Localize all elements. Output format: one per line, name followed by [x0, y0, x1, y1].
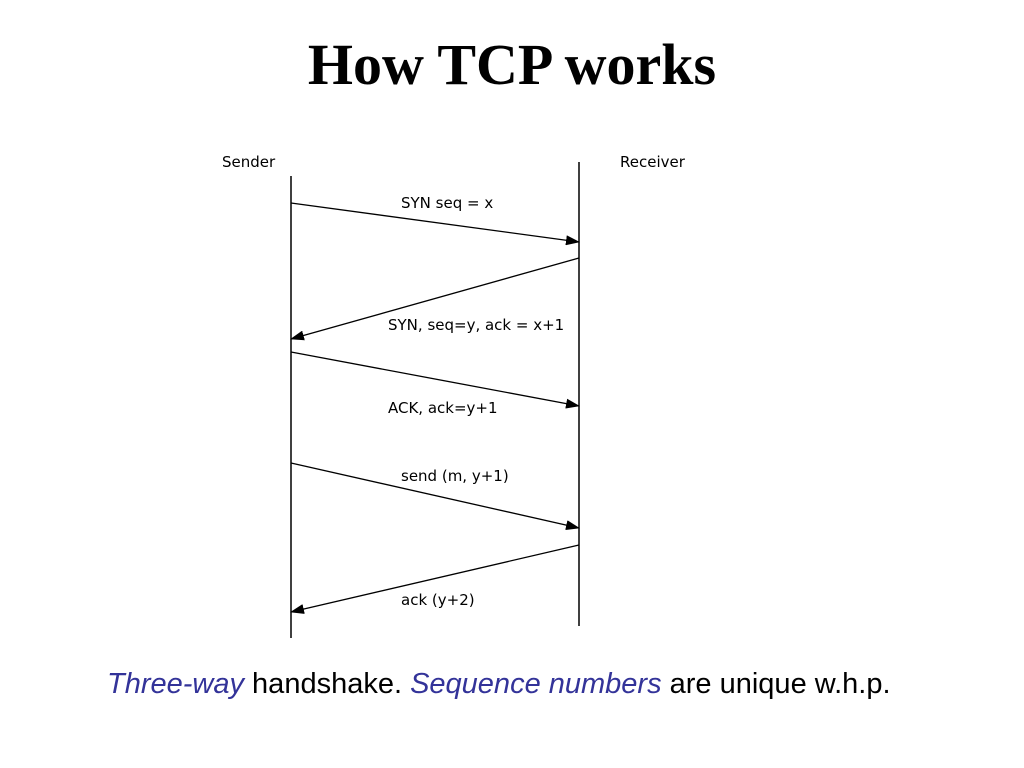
receiver-label: Receiver — [620, 153, 686, 171]
message-arrow-send — [290, 462, 580, 531]
message-label-send: send (m, y+1) — [401, 467, 509, 485]
caption-emphasis-three-way: Three-way — [107, 668, 244, 700]
message-label-syn-ack: SYN, seq=y, ack = x+1 — [388, 316, 564, 334]
slide-title: How TCP works — [307, 32, 717, 97]
message-label-ack: ACK, ack=y+1 — [388, 399, 498, 417]
caption-text-unique: are unique w.h.p. — [661, 668, 891, 700]
sender-label: Sender — [222, 153, 276, 171]
caption-emphasis-sequence-numbers: Sequence numbers — [410, 668, 662, 700]
caption-text-handshake: handshake. — [244, 668, 411, 700]
message-label-final-ack: ack (y+2) — [401, 591, 475, 609]
message-arrow-syn-ack — [290, 257, 580, 341]
message-arrow-syn — [290, 202, 580, 246]
message-arrow-final-ack — [290, 544, 580, 614]
slide-caption: Three-way handshake. Sequence numbers ar… — [107, 664, 891, 704]
message-label-syn: SYN seq = x — [401, 194, 493, 212]
message-arrow-ack — [290, 351, 580, 409]
